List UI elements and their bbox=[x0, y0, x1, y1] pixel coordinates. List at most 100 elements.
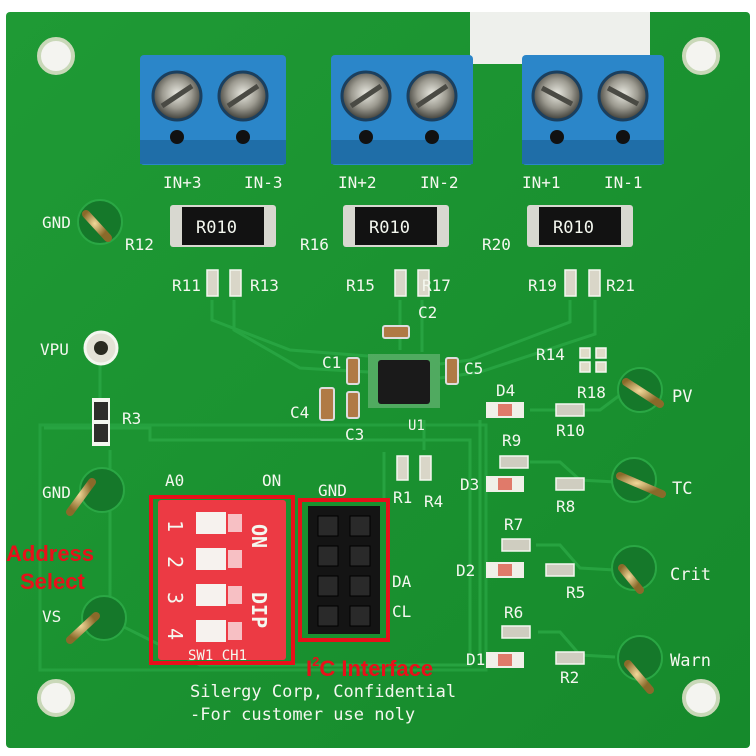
label-header-gnd: GND bbox=[318, 481, 347, 500]
shunt-resistor-r16: R010 bbox=[343, 205, 449, 247]
label-gnd-mid: GND bbox=[42, 483, 71, 502]
shunt-value: R010 bbox=[196, 218, 237, 238]
dip-toggle-1[interactable] bbox=[196, 512, 226, 534]
label-r2: R2 bbox=[560, 668, 579, 687]
led-d2 bbox=[486, 562, 524, 578]
svg-text:2: 2 bbox=[163, 556, 187, 568]
shunt-resistor-r20: R010 bbox=[527, 205, 633, 247]
label-r19: R19 bbox=[528, 276, 557, 295]
address-select-label-line1: Address bbox=[6, 541, 94, 566]
smd-resistors-r1-r4 bbox=[396, 455, 432, 481]
label-in-minus-2: IN-2 bbox=[420, 173, 459, 192]
mounting-holes bbox=[37, 37, 720, 717]
label-c1: C1 bbox=[322, 353, 341, 372]
dip-toggle-2[interactable] bbox=[196, 548, 226, 570]
test-pin-tc[interactable] bbox=[611, 457, 666, 503]
label-r11: R11 bbox=[172, 276, 201, 295]
terminal-block-1[interactable] bbox=[522, 55, 664, 165]
test-pin-vs[interactable] bbox=[66, 595, 127, 644]
ic-u1 bbox=[368, 354, 440, 408]
led-d1 bbox=[486, 652, 524, 668]
svg-text:4: 4 bbox=[163, 628, 187, 640]
label-r3: R3 bbox=[122, 409, 141, 428]
test-pin-gnd-top[interactable] bbox=[77, 199, 123, 245]
label-gnd-top: GND bbox=[42, 213, 71, 232]
test-pin-gnd-mid[interactable] bbox=[66, 467, 125, 516]
label-r16: R16 bbox=[300, 235, 329, 254]
label-d4: D4 bbox=[496, 381, 515, 400]
label-c4: C4 bbox=[290, 403, 309, 422]
label-a0: A0 bbox=[165, 471, 184, 490]
ceramic-capacitors bbox=[319, 325, 459, 421]
address-select-highlight bbox=[149, 495, 295, 665]
led-resistors bbox=[499, 403, 585, 665]
label-header-da: DA bbox=[392, 572, 412, 591]
test-pin-warn[interactable] bbox=[617, 635, 663, 694]
dip-bottom-label: SW1 CH1 bbox=[188, 648, 247, 664]
smd-resistors-top bbox=[206, 269, 601, 297]
label-c5: C5 bbox=[464, 359, 483, 378]
label-header-cl: CL bbox=[392, 602, 411, 621]
label-crit: Crit bbox=[670, 565, 711, 585]
dip-toggle-3[interactable] bbox=[196, 584, 226, 606]
label-on: ON bbox=[262, 471, 281, 490]
label-pv: PV bbox=[672, 387, 692, 407]
footer-line-2: -For customer use noly bbox=[190, 705, 415, 725]
label-u1: U1 bbox=[408, 418, 425, 434]
label-tc: TC bbox=[672, 479, 692, 499]
label-in-plus-2: IN+2 bbox=[338, 173, 377, 192]
label-r13: R13 bbox=[250, 276, 279, 295]
svg-text:3: 3 bbox=[163, 592, 187, 604]
label-r12: R12 bbox=[125, 235, 154, 254]
label-d3: D3 bbox=[460, 475, 479, 494]
label-r14: R14 bbox=[536, 345, 565, 364]
label-r9: R9 bbox=[502, 431, 521, 450]
label-d1: D1 bbox=[466, 650, 485, 669]
label-vpu: VPU bbox=[40, 340, 69, 359]
dip-body-on: ON bbox=[247, 524, 271, 548]
label-in-plus-3: IN+3 bbox=[163, 173, 202, 192]
label-in-plus-1: IN+1 bbox=[522, 173, 561, 192]
label-vs: VS bbox=[42, 607, 61, 626]
label-r1: R1 bbox=[393, 488, 412, 507]
led-d4 bbox=[486, 402, 524, 418]
label-r7: R7 bbox=[504, 515, 523, 534]
shunt-value: R010 bbox=[553, 218, 594, 238]
label-r6: R6 bbox=[504, 603, 523, 622]
shunt-value: R010 bbox=[369, 218, 410, 238]
label-r5: R5 bbox=[566, 583, 585, 602]
led-d3 bbox=[486, 476, 524, 492]
i2c-interface-highlight bbox=[298, 498, 390, 642]
traces bbox=[44, 300, 621, 667]
label-r18: R18 bbox=[577, 383, 606, 402]
label-c3: C3 bbox=[345, 425, 364, 444]
terminal-block-3[interactable] bbox=[140, 55, 286, 165]
address-select-label-line2: Select bbox=[20, 569, 85, 594]
label-d2: D2 bbox=[456, 561, 475, 580]
label-r21: R21 bbox=[606, 276, 635, 295]
svg-text:1: 1 bbox=[163, 520, 187, 532]
label-r15: R15 bbox=[346, 276, 375, 295]
label-r10: R10 bbox=[556, 421, 585, 440]
i2c-header[interactable] bbox=[308, 506, 380, 634]
r14-r18-pads bbox=[579, 347, 607, 373]
shunt-resistor-r12: R010 bbox=[170, 205, 276, 247]
footer-line-1: Silergy Corp, Confidential bbox=[190, 682, 456, 702]
test-pad-vpu[interactable] bbox=[83, 330, 119, 366]
terminal-block-2[interactable] bbox=[331, 55, 473, 165]
label-r8: R8 bbox=[556, 497, 575, 516]
label-r20: R20 bbox=[482, 235, 511, 254]
label-warn: Warn bbox=[670, 651, 711, 671]
dip-body-dip: DIP bbox=[247, 592, 271, 628]
label-in-minus-1: IN-1 bbox=[604, 173, 643, 192]
i2c-interface-label: I2C Interface bbox=[306, 654, 433, 681]
test-pin-pv[interactable] bbox=[617, 367, 664, 413]
dip-toggle-4[interactable] bbox=[196, 620, 226, 642]
dip-number-labels: 1 2 3 4 bbox=[163, 520, 187, 640]
test-pin-crit[interactable] bbox=[611, 545, 657, 594]
label-c2: C2 bbox=[418, 303, 437, 322]
label-in-minus-3: IN-3 bbox=[244, 173, 283, 192]
label-r17: R17 bbox=[422, 276, 451, 295]
dip-switch[interactable] bbox=[158, 500, 286, 660]
